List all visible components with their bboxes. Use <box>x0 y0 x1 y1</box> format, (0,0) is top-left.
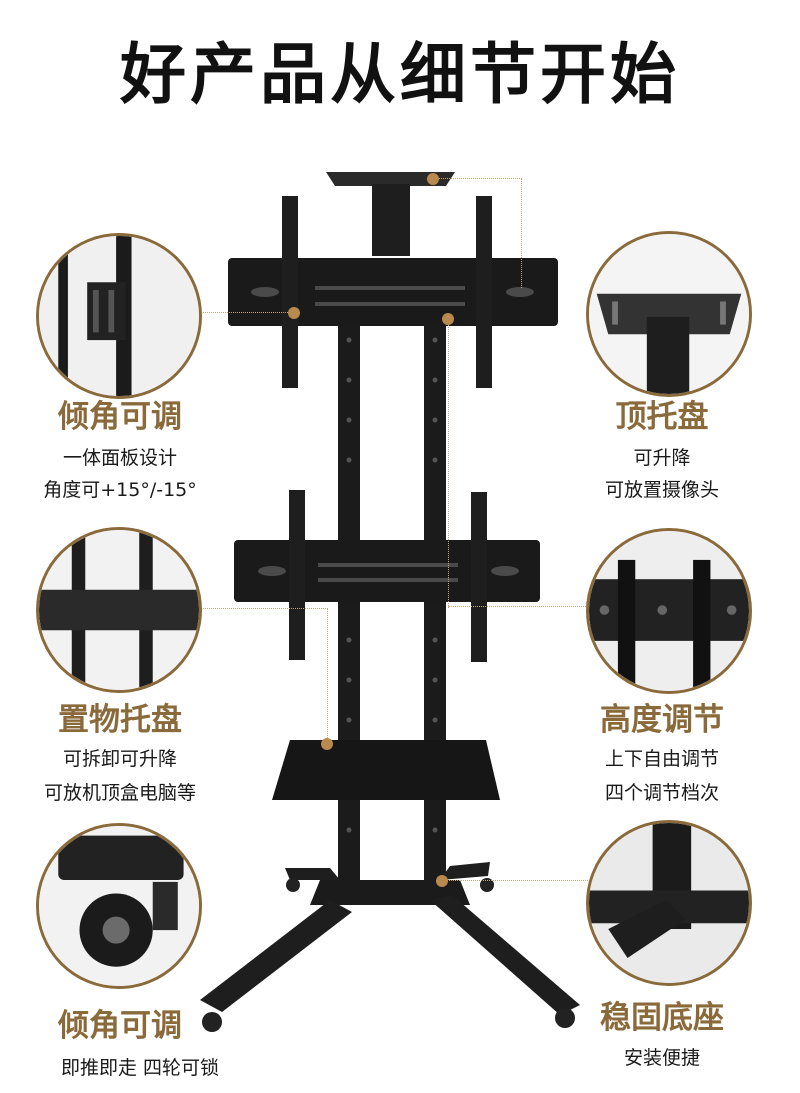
detail-photo-tilt <box>36 233 202 399</box>
marker-top-tray <box>427 173 439 185</box>
feature-base-title: 稳固底座 <box>600 1000 724 1036</box>
marker-shelf <box>321 738 333 750</box>
feature-shelf-line2: 可放机顶盒电脑等 <box>43 782 196 804</box>
feature-height-line1: 上下自由调节 <box>604 748 719 770</box>
feature-top-tray-title: 顶托盘 <box>615 399 709 435</box>
feature-height-title: 高度调节 <box>600 702 724 738</box>
feature-wheels-title: 倾角可调 <box>58 1008 182 1044</box>
feature-top-tray-line2: 可放置摄像头 <box>604 479 719 501</box>
detail-photo-base <box>586 820 752 986</box>
marker-height <box>442 313 454 325</box>
leader-shelf-v <box>327 608 328 744</box>
feature-shelf-line1: 可拆卸可升降 <box>62 748 177 770</box>
leader-height-h <box>448 606 588 607</box>
leader-top-tray <box>432 178 522 179</box>
feature-tilt-line2: 角度可+15°/-15° <box>43 479 197 501</box>
detail-photo-wheels <box>36 823 202 989</box>
feature-shelf-title: 置物托盘 <box>58 702 182 738</box>
leader-tilt <box>200 312 294 313</box>
headline: 好产品从细节开始 <box>120 36 680 113</box>
leader-base <box>442 880 588 881</box>
feature-top-tray-line1: 可升降 <box>633 447 691 469</box>
leader-height <box>448 318 449 608</box>
feature-wheels-line1: 即推即走 四轮可锁 <box>60 1057 220 1079</box>
feature-tilt-title: 倾角可调 <box>58 399 182 435</box>
leader-top-tray-v <box>521 178 522 288</box>
feature-height-line2: 四个调节档次 <box>604 782 719 804</box>
marker-tilt <box>288 307 300 319</box>
detail-photo-shelf <box>36 527 202 693</box>
feature-base-line1: 安装便捷 <box>623 1047 700 1069</box>
marker-base <box>436 875 448 887</box>
detail-photo-top-tray <box>586 231 752 397</box>
leader-shelf <box>196 608 328 609</box>
feature-tilt-line1: 一体面板设计 <box>62 447 177 469</box>
detail-photo-height <box>586 528 752 694</box>
